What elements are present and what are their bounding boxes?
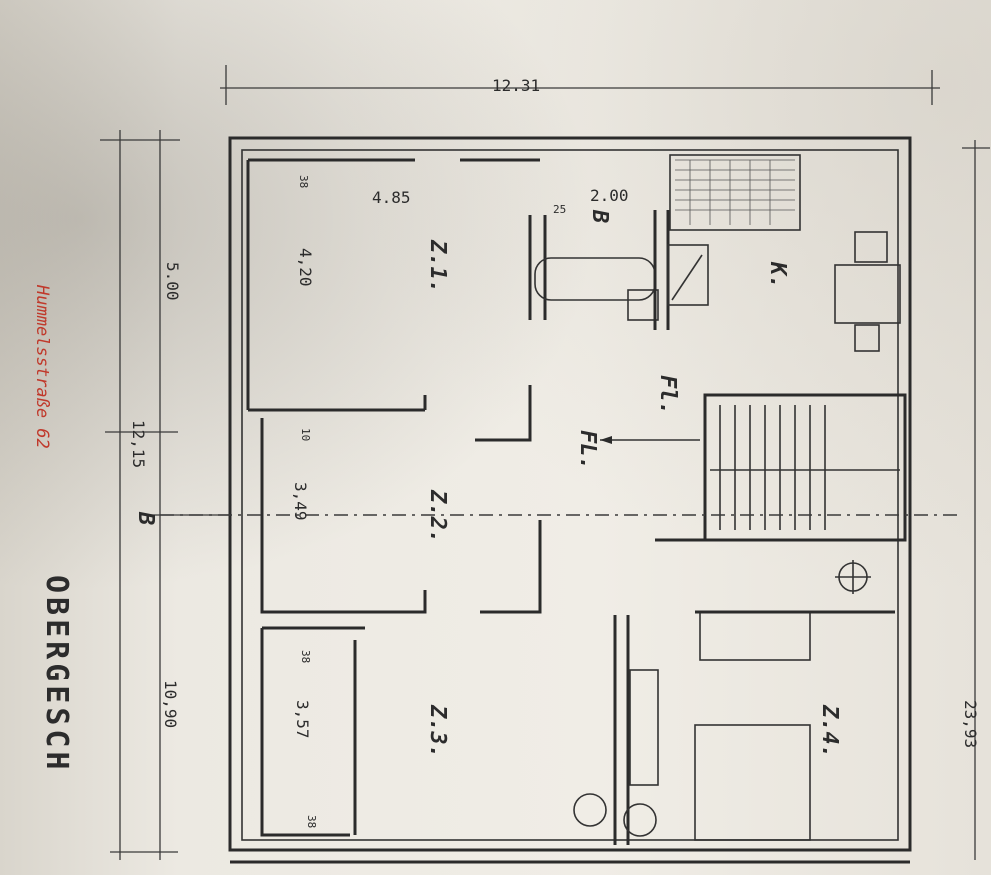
left-dimension-chain xyxy=(100,130,230,860)
left-total-dim: 12,15 xyxy=(129,420,148,469)
hall-label-2: FL. xyxy=(575,430,600,470)
wall-38-c: 38 xyxy=(305,815,318,829)
left-upper-dim: 5.00 xyxy=(163,262,182,301)
kitchen-label: K. xyxy=(765,262,790,289)
section-marker-label: B xyxy=(133,512,158,526)
outer-walls xyxy=(228,136,912,864)
room1-depth-dim: 4,20 xyxy=(296,248,315,287)
wall-10-label: 10 xyxy=(299,428,312,442)
wall-38-b: 38 xyxy=(299,650,312,664)
small-25-label: 25 xyxy=(553,203,567,216)
stair-arrows xyxy=(600,436,700,444)
bath-label: B xyxy=(587,210,612,224)
hall-label: Fl. xyxy=(655,375,680,415)
room3-walls xyxy=(260,626,365,837)
room4-label: Z.4. xyxy=(817,705,842,758)
drawing-title: OBERGESCH xyxy=(39,575,74,774)
right-dimension-line xyxy=(962,140,990,860)
room3-label: Z.3. xyxy=(425,705,450,758)
right-total-dim: 23,93 xyxy=(961,700,980,749)
room2-walls xyxy=(260,395,427,614)
room2-depth-dim: 3,49 xyxy=(291,482,310,521)
room1-width-label: 4.85 xyxy=(372,188,411,207)
central-walls xyxy=(475,215,547,614)
wall-38-a: 38 xyxy=(297,175,310,189)
room1-label: Z.1. xyxy=(425,240,450,293)
bathroom xyxy=(534,210,670,330)
street-annotation: Hummelsstraße 62 xyxy=(32,285,52,449)
room4-furniture xyxy=(573,560,895,845)
room3-depth-dim: 3,57 xyxy=(293,700,312,739)
bath-width-label: 2.00 xyxy=(590,186,629,205)
left-lower-dim: 10,90 xyxy=(161,680,180,729)
kitchen-fixtures xyxy=(667,154,901,352)
staircase xyxy=(655,393,907,542)
top-dimension-line xyxy=(220,65,940,105)
room1-walls xyxy=(246,158,540,412)
room2-label: Z.2. xyxy=(425,490,450,543)
overall-width-label: 12.31 xyxy=(492,76,541,95)
